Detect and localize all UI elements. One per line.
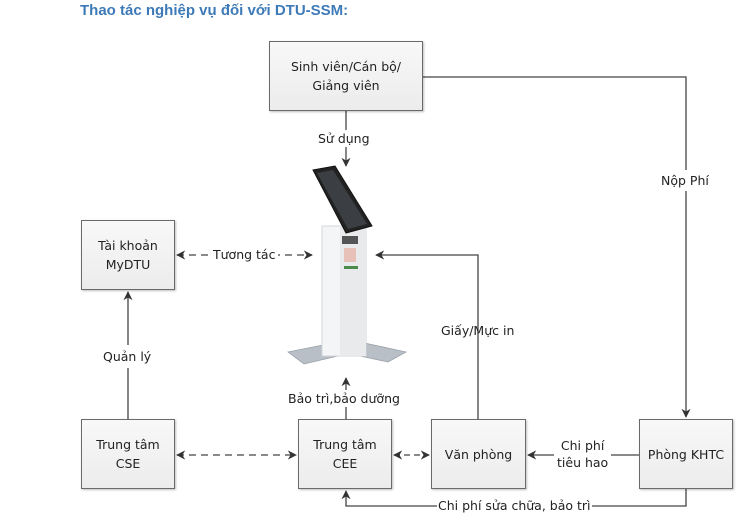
edge-pay-fee bbox=[423, 76, 691, 418]
edge-label-manage: Quản lý bbox=[102, 345, 153, 368]
cee-label-1: Trung tâm bbox=[313, 437, 377, 452]
edge-label-maintenance: Bảo trì,bảo dưỡng bbox=[287, 390, 401, 407]
edge-label-repair-cost: Chi phí sửa chữa, bảo trì bbox=[437, 497, 592, 514]
consumable-cost-line-1: Chi phí bbox=[560, 438, 605, 453]
edge-label-paper-ink: Giấy/Mực in bbox=[441, 323, 515, 338]
diagram-title: Thao tác nghiệp vụ đối với DTU-SSM: bbox=[80, 2, 349, 19]
edge-label-pay-fee: Nộp Phí bbox=[660, 170, 710, 191]
users-label-1: Sinh viên/Cán bộ/ bbox=[291, 59, 401, 74]
edge-paper-ink bbox=[375, 250, 479, 419]
edge-label-interact: Tương tác bbox=[210, 246, 279, 263]
edge-label-use: Sử dụng bbox=[316, 130, 372, 147]
edge-label-consumable-cost: Chi phí tiêu hao bbox=[554, 437, 612, 471]
cee-label-2: CEE bbox=[332, 456, 358, 471]
office-label: Văn phòng bbox=[444, 446, 513, 462]
khtc-box: Phòng KHTC bbox=[639, 419, 733, 489]
consumable-cost-line-2: tiêu hao bbox=[557, 455, 609, 470]
users-box: Sinh viên/Cán bộ/Giảng viên bbox=[269, 41, 423, 111]
mydtu-label-1: Tài khoản bbox=[98, 238, 158, 253]
cse-label-2: CSE bbox=[115, 456, 141, 471]
mydtu-label-2: MyDTU bbox=[105, 257, 151, 272]
khtc-label: Phòng KHTC bbox=[647, 446, 725, 462]
kiosk-icon bbox=[287, 165, 408, 365]
office-box: Văn phòng bbox=[431, 419, 526, 489]
users-label-2: Giảng viên bbox=[312, 78, 380, 93]
cse-label-1: Trung tâm bbox=[96, 437, 160, 452]
